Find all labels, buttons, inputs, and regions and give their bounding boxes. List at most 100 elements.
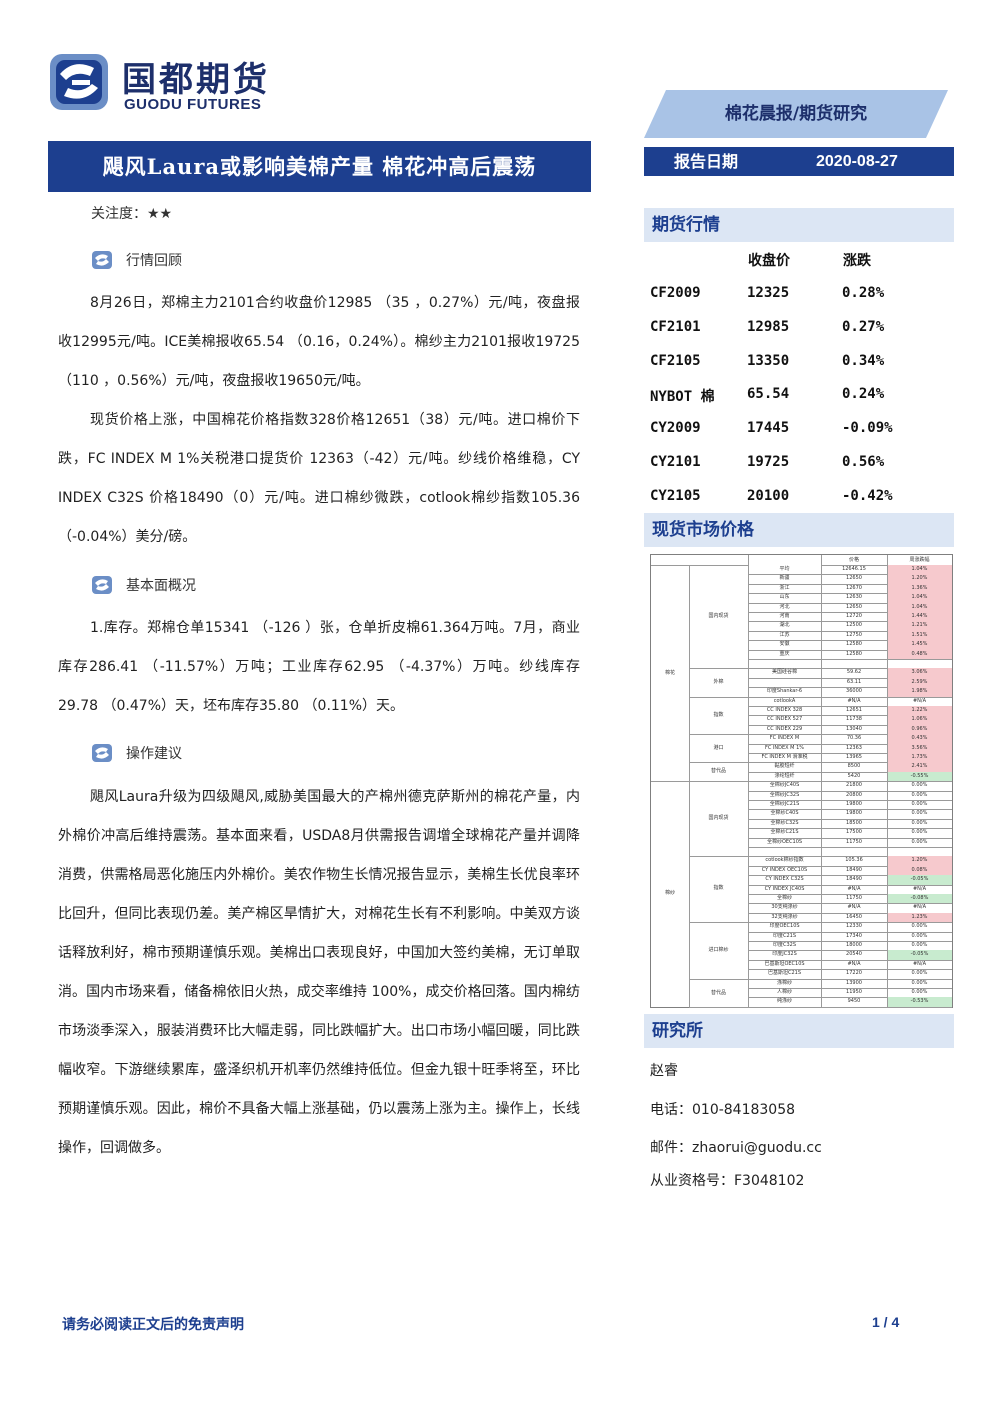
table-grid-line bbox=[748, 602, 952, 604]
futures-close: 19725 bbox=[747, 454, 790, 470]
spot-item-change: 1.98% bbox=[887, 687, 952, 697]
futures-close: 12325 bbox=[747, 285, 790, 301]
spot-item-price: 18000 bbox=[846, 942, 862, 948]
table-grid-line bbox=[748, 706, 952, 707]
spot-item-change: 1.44% bbox=[887, 612, 952, 622]
spot-item-name: CY INDEX C32S bbox=[765, 876, 804, 883]
futures-col-close: 收盘价 bbox=[748, 253, 790, 269]
spot-item-name: 印度OEC10S bbox=[769, 923, 800, 930]
spot-item-price: 18490 bbox=[846, 866, 862, 873]
spot-item-name: 涤棉纱 bbox=[776, 979, 792, 986]
spot-item-change: 0.08% bbox=[887, 865, 952, 876]
spot-item-price: 21800 bbox=[846, 782, 862, 789]
section-heading-review: 行情回顾 bbox=[92, 250, 182, 270]
table-grid-line bbox=[748, 630, 952, 632]
spot-item-name: 湖北 bbox=[779, 622, 790, 629]
spot-item-price: 17220 bbox=[846, 970, 862, 977]
spot-item-name: 印度JC32S bbox=[772, 951, 797, 958]
table-grid-line bbox=[748, 687, 952, 689]
spot-item-change: 1.21% bbox=[887, 621, 952, 631]
spot-item-price: 19800 bbox=[846, 801, 862, 807]
table-grid-line bbox=[748, 837, 952, 839]
spot-item-change: 0.00% bbox=[911, 923, 928, 930]
spot-item-change: 0.00% bbox=[911, 989, 928, 995]
spot-item-price: 8500 bbox=[847, 763, 861, 770]
spot-item-change: 0.00% bbox=[911, 819, 928, 826]
table-grid-line bbox=[748, 941, 952, 942]
spot-item-name: 全棉纱C40S bbox=[770, 810, 799, 817]
report-date-label: 报告日期 bbox=[674, 152, 739, 171]
table-grid-line bbox=[689, 1006, 748, 1008]
section-heading-text: 操作建议 bbox=[126, 746, 182, 762]
spot-item-change: #N/A bbox=[912, 697, 927, 704]
table-grid-line bbox=[651, 565, 748, 566]
table-grid-line bbox=[748, 574, 952, 576]
spot-item-price: 16450 bbox=[846, 913, 862, 920]
spot-item-name: cotlookA bbox=[773, 697, 796, 704]
section-heading-fundamentals: 基本面概况 bbox=[92, 575, 196, 595]
table-grid-line bbox=[748, 912, 952, 914]
section-heading-advice: 操作建议 bbox=[92, 743, 182, 763]
spot-item-price: 13900 bbox=[846, 979, 862, 986]
spot-item-change: 2.59% bbox=[887, 677, 952, 688]
spot-item-price: 18500 bbox=[846, 819, 862, 826]
table-grid-line bbox=[689, 696, 748, 698]
spot-item-change: 0.00% bbox=[911, 782, 928, 789]
spot-item-change: 0.00% bbox=[911, 791, 928, 798]
spot-item-name: 平均 bbox=[779, 566, 790, 572]
table-grid-line bbox=[748, 677, 952, 679]
futures-close: 13350 bbox=[747, 352, 790, 369]
spot-item-change: 1.04% bbox=[887, 602, 952, 612]
spot-item-change bbox=[887, 847, 952, 856]
spot-item-name: 全棉纱C21S bbox=[770, 829, 799, 836]
table-grid-line bbox=[748, 743, 952, 745]
spot-item-price: 11750 bbox=[846, 838, 862, 845]
spot-item-price: 12650 bbox=[846, 603, 862, 610]
spot-item-name bbox=[748, 678, 821, 687]
spot-item-name: 全棉纱 bbox=[776, 895, 792, 901]
spot-group-label: 指数 bbox=[713, 711, 724, 718]
spot-item-price: 11738 bbox=[846, 716, 862, 723]
spot-item-change: 3.06% bbox=[887, 668, 952, 678]
analyst-name: 赵睿 bbox=[650, 1063, 678, 1079]
table-grid-line bbox=[748, 856, 952, 858]
spot-item-change: 1.22% bbox=[887, 706, 952, 716]
spot-item-name: 印度C32S bbox=[772, 942, 797, 948]
spot-item-price: 12720 bbox=[846, 613, 862, 619]
spot-item-change: 1.36% bbox=[887, 583, 952, 594]
spot-item-name: 全棉纱JC40S bbox=[769, 782, 800, 789]
spot-item-change: 2.41% bbox=[887, 762, 952, 772]
report-date-bar: 报告日期 2020-08-27 bbox=[644, 147, 954, 176]
spot-item-name: 巴基斯坦C21S bbox=[767, 970, 802, 977]
table-grid-line bbox=[887, 555, 888, 1007]
spot-item-price: 9450 bbox=[847, 998, 861, 1005]
spot-group-label: 进口棉纱 bbox=[708, 947, 729, 954]
table-grid-line bbox=[748, 847, 952, 848]
spot-item-change: 0.48% bbox=[887, 649, 952, 659]
spot-item-price: 20540 bbox=[846, 951, 862, 958]
spot-item-change: 1.45% bbox=[887, 640, 952, 650]
table-grid-line bbox=[748, 1006, 952, 1008]
spot-item-name: CC INDEX 229 bbox=[766, 725, 803, 732]
table-grid-line bbox=[748, 762, 952, 764]
spot-item-price: 70.36 bbox=[846, 735, 862, 742]
spot-section-header: 现货市场价格 bbox=[644, 513, 954, 547]
spot-item-name bbox=[748, 659, 821, 668]
futures-code: CY2105 bbox=[650, 487, 701, 504]
spot-col-price: 价格 bbox=[848, 557, 859, 563]
futures-change: -0.09% bbox=[842, 420, 893, 437]
spot-item-change: 0.96% bbox=[887, 724, 952, 735]
spot-item-price: 12750 bbox=[846, 631, 862, 638]
spot-item-name: 重庆 bbox=[779, 650, 790, 657]
section-bullet-icon bbox=[92, 576, 112, 594]
futures-close: 20100 bbox=[747, 487, 790, 504]
table-grid-line bbox=[748, 922, 952, 924]
table-grid-line bbox=[748, 997, 952, 999]
spot-item-price: 20800 bbox=[846, 791, 862, 798]
logo-english-name: GUODU FUTURES bbox=[124, 96, 262, 113]
spot-category-cotton: 棉花 bbox=[664, 670, 675, 676]
